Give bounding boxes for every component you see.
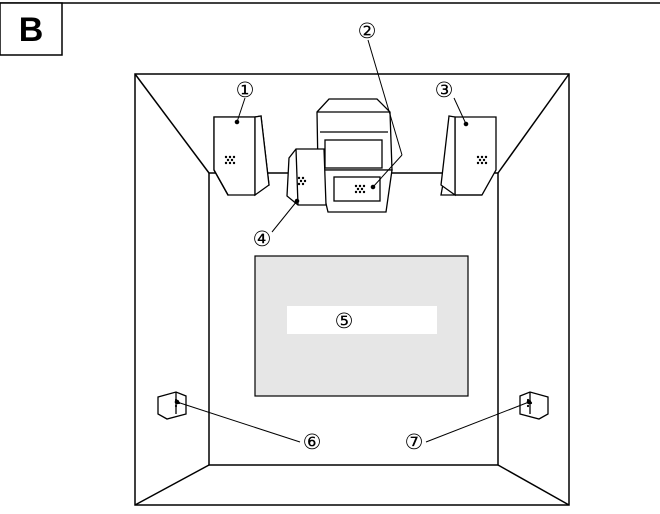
tv-screen [324, 139, 383, 169]
leader-line-1 [236, 97, 246, 123]
leader-line-7 [425, 401, 530, 443]
room-corner-bottom-left [134, 464, 210, 506]
callout-2: ② [358, 19, 377, 43]
room-corner-top-right [497, 73, 570, 174]
subwoofer [286, 148, 327, 206]
listening-area [254, 255, 469, 397]
callout-4: ④ [253, 227, 272, 251]
section-label: B [19, 11, 44, 49]
room-corner-bottom-right [497, 464, 570, 506]
leader-line-2b [372, 154, 403, 188]
surround-left-speaker [157, 391, 187, 420]
subwoofer-grille-icon [297, 176, 307, 186]
callout-3: ③ [435, 78, 454, 102]
callout-7: ⑦ [405, 430, 424, 454]
front-right-speaker [440, 115, 497, 197]
section-label-box: B [0, 2, 63, 56]
callout-1: ① [236, 78, 255, 102]
center-speaker-grille-icon [354, 184, 366, 194]
room [134, 73, 570, 506]
callouts: ① ② ③ ④ ⑤ ⑥ ⑦ [236, 19, 454, 454]
room-corner-top-left [134, 73, 210, 174]
leader-line-6 [176, 401, 301, 443]
front-right-speaker-grille-icon [476, 155, 488, 165]
callout-5: ⑤ [335, 309, 354, 333]
callout-6: ⑥ [303, 430, 322, 454]
leader-line-3 [453, 97, 467, 125]
surround-right-speaker [519, 391, 549, 420]
listening-area-label-bg [287, 306, 437, 334]
room-outer-wall [134, 73, 570, 506]
front-left-speaker-grille-icon [224, 155, 236, 165]
leader-line-4 [271, 200, 298, 233]
front-left-speaker [213, 115, 270, 197]
leader-line-2 [367, 39, 403, 156]
tv-with-center-speaker [316, 98, 393, 213]
leader-lines [174, 39, 532, 443]
